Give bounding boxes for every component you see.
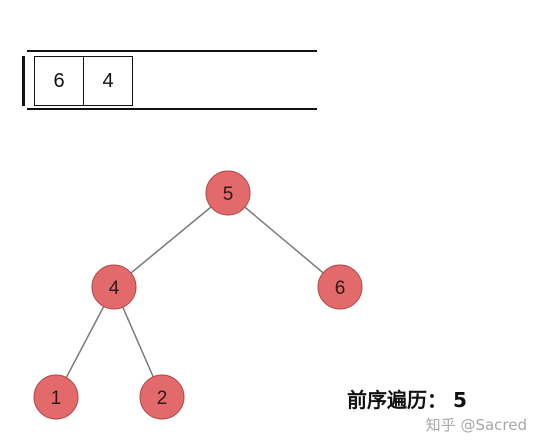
- tree-node-2: 2: [139, 374, 185, 420]
- tree-node-6: 6: [317, 264, 363, 310]
- stack-bottom-wall: [22, 56, 25, 106]
- tree-node-5: 5: [205, 170, 251, 216]
- tree-node-label: 6: [335, 278, 346, 299]
- traversal-caption: 前序遍历：5: [347, 384, 467, 413]
- tree-node-label: 5: [223, 184, 234, 205]
- tree-node-circle: [205, 170, 251, 216]
- stack-top-border: [27, 50, 317, 52]
- tree-node-label: 2: [157, 388, 168, 409]
- tree-nodes: 5 4 6 1 2: [33, 170, 363, 420]
- traversal-label: 前序遍历：: [347, 388, 447, 412]
- traversal-value: 5: [453, 388, 467, 412]
- tree-node-circle: [91, 264, 137, 310]
- tree-node-circle: [317, 264, 363, 310]
- tree-node-circle: [139, 374, 185, 420]
- tree-node-label: 1: [51, 388, 62, 409]
- stack-cell: 4: [83, 56, 133, 106]
- stack-bottom-border: [27, 108, 317, 110]
- tree-node-1: 1: [33, 374, 79, 420]
- stack-cells: 6 4: [34, 56, 133, 106]
- stack-diagram: 6 4: [0, 0, 541, 140]
- tree-edge: [227, 192, 341, 288]
- watermark: 知乎 @Sacred: [425, 416, 527, 434]
- tree-edge: [113, 192, 229, 288]
- tree-node-circle: [33, 374, 79, 420]
- tree-node-4: 4: [91, 264, 137, 310]
- tree-node-label: 4: [109, 278, 120, 299]
